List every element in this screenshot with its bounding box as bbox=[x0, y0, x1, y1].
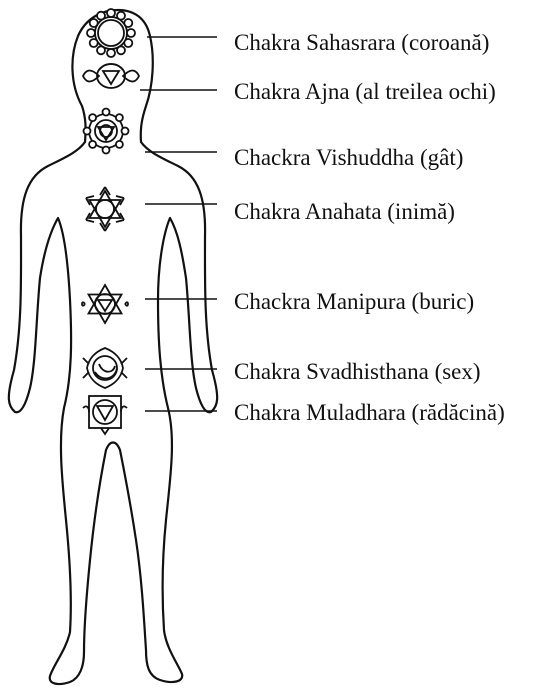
label-anahata: Chakra Anahata (inimă) bbox=[234, 200, 455, 223]
lotus-solar-plexus-icon bbox=[82, 285, 128, 323]
label-manipura: Chackra Manipura (buric) bbox=[234, 290, 474, 313]
label-sahasrara: Chakra Sahasrara (coroană) bbox=[234, 31, 489, 54]
label-ajna: Chakra Ajna (al treilea ochi) bbox=[234, 80, 496, 103]
label-svadhisthana: Chakra Svadhisthana (sex) bbox=[234, 360, 481, 383]
body-outline bbox=[9, 10, 217, 684]
label-muladhara: Chakra Muladhara (rădăcină) bbox=[234, 401, 505, 424]
lotus-sacral-icon bbox=[83, 348, 127, 388]
lotus-throat-icon bbox=[84, 109, 129, 154]
label-vishuddha: Chackra Vishuddha (gât) bbox=[234, 146, 463, 169]
lotus-third-eye-icon bbox=[83, 64, 139, 88]
hexagram-heart-icon bbox=[86, 187, 124, 231]
square-root-icon bbox=[83, 396, 127, 434]
